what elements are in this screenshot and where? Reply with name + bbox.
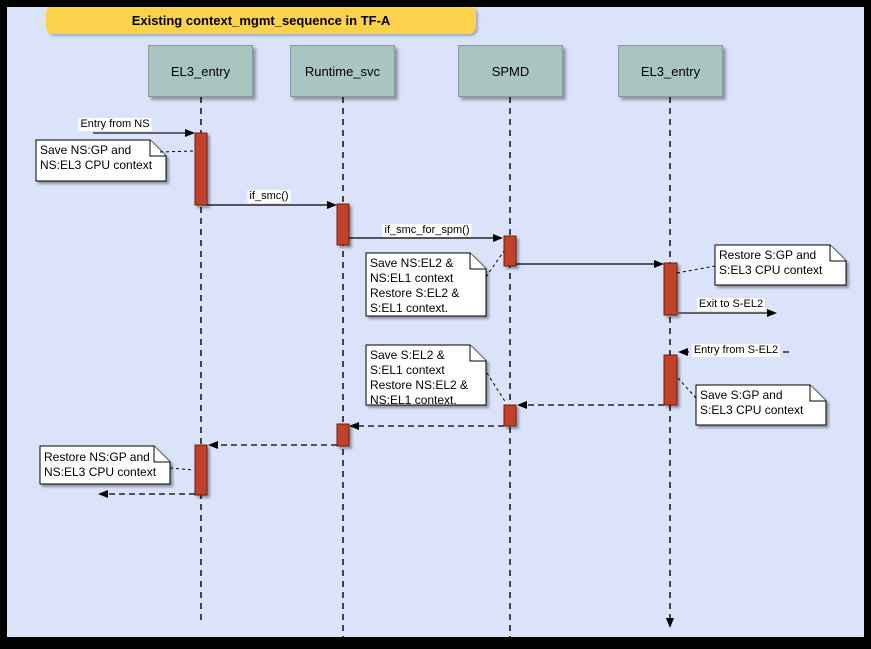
note-save-ns-el2: Save NS:EL2 & NS:EL1 context Restore S:E… (370, 256, 460, 315)
diagram-title: Existing context_mgmt_sequence in TF-A (46, 6, 476, 34)
note-save-s-gp: Save S:GP and S:EL3 CPU context (700, 388, 804, 417)
message-label-if-smc-for-spm: if_smc_for_spm() (382, 224, 472, 237)
lifeline-header-el3-entry-left: EL3_entry (148, 45, 253, 97)
message-label-entry-from-ns: Entry from NS (78, 118, 152, 131)
activation-runtime-svc-1 (336, 203, 350, 246)
note-save-s-el2: Save S:EL2 & S:EL1 context Restore NS:EL… (370, 348, 469, 407)
activation-el3-right-2 (663, 354, 678, 406)
note-fold-icon (469, 345, 486, 362)
note-save-ns-gp: Save NS:GP and NS:EL3 CPU context (40, 143, 153, 172)
note-fold-icon (829, 245, 846, 262)
note-fold-icon (809, 385, 826, 402)
lifeline-header-label: SPMD (491, 63, 530, 79)
note-connector (676, 265, 716, 274)
lifeline-header-label: EL3_entry (640, 63, 701, 79)
message-label-entry-from-s-el2: Entry from S-EL2 (691, 344, 781, 357)
lifeline-header-label: Runtime_svc (304, 63, 381, 79)
activation-el3-left-2 (194, 444, 208, 496)
note-shape-restore-ns-gp (39, 445, 171, 485)
lifeline-header-label: EL3_entry (170, 63, 231, 79)
activation-runtime-svc-2 (336, 423, 350, 447)
note-shape-save-s-el2 (365, 344, 487, 406)
note-connector (486, 372, 507, 404)
lifeline-header-el3-entry-right: EL3_entry (618, 45, 723, 97)
activation-spmd-2 (503, 404, 517, 427)
message-label-exit-to-s-el2: Exit to S-EL2 (696, 298, 766, 311)
note-connector (677, 377, 697, 399)
note-connector (169, 467, 195, 471)
note-restore-ns-gp: Restore NS:GP and NS:EL3 CPU context (44, 450, 157, 479)
activation-spmd-1 (503, 235, 517, 267)
note-fold-icon (469, 253, 486, 270)
activation-el3-right-1 (663, 262, 678, 316)
note-shape-restore-s-gp (714, 244, 847, 286)
note-shape-save-ns-gp (35, 139, 167, 182)
message-label-if-smc: if_smc() (247, 190, 291, 203)
note-fold-icon (149, 140, 166, 157)
activation-el3-left-1 (194, 132, 208, 206)
note-fold-icon (153, 446, 170, 463)
lifeline-header-runtime-svc: Runtime_svc (290, 45, 395, 97)
note-restore-s-gp: Restore S:GP and S:EL3 CPU context (719, 248, 823, 277)
note-shape-save-s-gp (695, 384, 827, 426)
note-shape-save-ns-el2 (365, 252, 487, 317)
note-connector (159, 150, 195, 153)
lifeline-header-spmd: SPMD (458, 45, 563, 97)
note-connector (485, 250, 505, 278)
